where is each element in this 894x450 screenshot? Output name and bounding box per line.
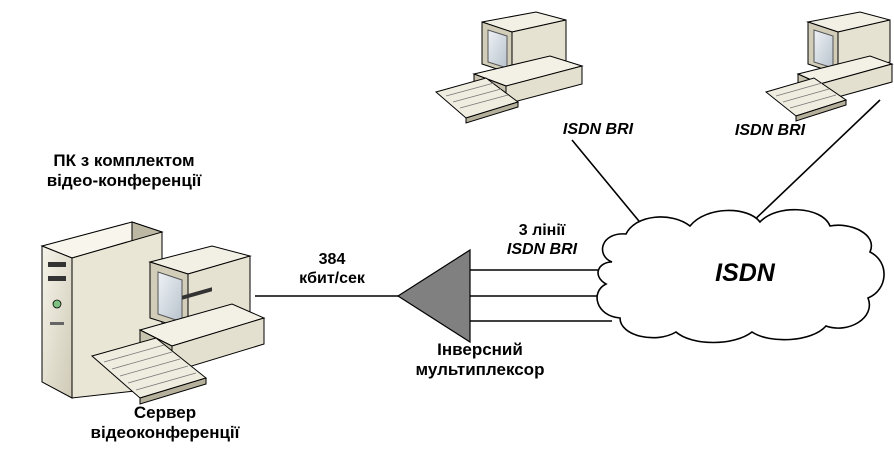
videoconference-server-pc-icon	[40, 221, 266, 405]
lines-label: 3 лінії ISDN BRI	[472, 221, 612, 259]
lines-label-line1: 3 лінії	[518, 222, 566, 239]
isdn-cloud-icon	[596, 208, 885, 344]
server-label: Сервер відеоконференції	[60, 403, 270, 444]
speed-label: 384 кбит/сек	[272, 250, 392, 288]
client-left-to-isdn-line	[571, 139, 649, 233]
lines-label-line2: ISDN BRI	[506, 241, 578, 259]
isdn-bri-right-label: ISDN BRI	[734, 122, 806, 139]
speed-label-line1: 384	[318, 251, 346, 268]
pc-kit-label: ПК з комплектом відео-конференції	[4, 151, 244, 192]
client-pc-left-icon	[434, 11, 584, 124]
server-label-line1: Сервер	[133, 403, 197, 422]
speed-label-line2: кбит/сек	[299, 270, 365, 288]
isdn-bri-left-label: ISDN BRI	[562, 121, 634, 138]
pc-kit-label-line2: відео-конференції	[46, 171, 202, 191]
client-right-to-isdn-line	[747, 99, 881, 227]
isdn-cloud-label: ISDN	[715, 259, 775, 287]
server-label-line2: відеоконференції	[90, 423, 240, 443]
inverse-multiplexer-label-line2: мультиплексор	[415, 360, 545, 380]
inverse-multiplexer-icon	[396, 248, 471, 344]
pc-kit-label-line1: ПК з комплектом	[53, 151, 195, 170]
client-pc-right-icon	[764, 11, 894, 122]
connection-lines	[255, 99, 881, 322]
inverse-multiplexer-label: Інверсний мультиплексор	[390, 340, 570, 381]
inverse-multiplexer-label-line1: Інверсний	[437, 340, 523, 359]
